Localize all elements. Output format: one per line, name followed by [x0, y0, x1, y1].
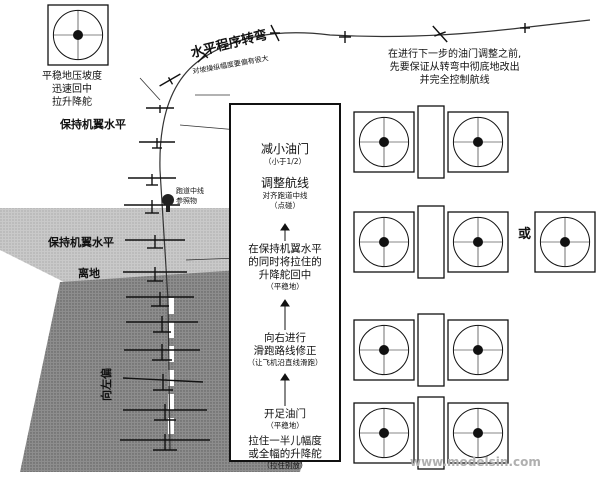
- step-1: 减小油门 （小于1/2）: [231, 143, 339, 167]
- note-line: 先要保证从转弯中彻底地改出: [389, 62, 520, 73]
- airplane-sequence: [120, 23, 530, 451]
- transmitter-body: [417, 313, 445, 387]
- transmitter-diagrams: [47, 4, 596, 470]
- stick-gimbal: [353, 111, 415, 173]
- note-line: 跑道中线: [176, 187, 204, 195]
- step-3: 在保持机翼水平 的同时将拉住的 升降舵回中 （平稳地）: [231, 243, 339, 292]
- step-6: 拉住一半儿幅度 或全幅的升降舵 （拉住别放）: [231, 435, 339, 471]
- stick-gimbal: [353, 402, 415, 464]
- note-line: 参照物: [176, 197, 197, 205]
- note-line: 平稳地压坡度: [42, 71, 102, 82]
- label-runway-ref: 跑道中线 参照物: [176, 186, 204, 206]
- step-sub: （让飞机沿直线滑跑）: [247, 358, 323, 367]
- stick-gimbal: [353, 211, 415, 273]
- step-main: 滑跑路线修正: [253, 345, 317, 357]
- step-main: 调整航线: [260, 176, 309, 190]
- step-sub: （小于1/2）: [263, 157, 307, 166]
- step-main: 的同时将拉住的: [248, 256, 322, 268]
- step-main: 开足油门: [264, 408, 306, 420]
- label-or: 或: [518, 227, 532, 242]
- tree-icon: [162, 194, 174, 212]
- note-line: 拉升降舵: [52, 97, 92, 108]
- step-4: 向右进行 滑跑路线修正 （让飞机沿直线滑跑）: [231, 332, 339, 368]
- step-sub: （平稳地）: [266, 282, 304, 291]
- step-main: 减小油门: [260, 142, 309, 156]
- step-main: 拉住一半儿幅度: [248, 435, 322, 447]
- label-upwind: 向左偏: [100, 368, 113, 401]
- step-main: 在保持机翼水平: [248, 243, 322, 255]
- stick-gimbal: [47, 4, 109, 66]
- transmitter-body: [417, 205, 445, 279]
- label-liftoff: 离地: [78, 267, 100, 280]
- stick-gimbal: [447, 211, 509, 273]
- stick-gimbal: [353, 319, 415, 381]
- transmitter-body: [417, 396, 445, 470]
- note-left-top: 平稳地压坡度 迅速回中 拉升降舵: [42, 70, 102, 109]
- procedure-box: 减小油门 （小于1/2） 调整航线 对齐跑道中线 （点碰） 在保持机翼水平 的同…: [229, 103, 341, 470]
- step-5: 开足油门 （平稳地）: [231, 408, 339, 431]
- stick-gimbal: [534, 211, 596, 273]
- step-sub: （平稳地）: [266, 421, 304, 430]
- step-sub: 对齐跑道中线: [262, 191, 308, 200]
- step-main: 升降舵回中: [258, 269, 312, 281]
- watermark: www.modelsin.com: [410, 455, 541, 469]
- runway-centerline: [168, 298, 174, 434]
- note-line: 在进行下一步的油门调整之前,: [388, 49, 522, 60]
- note-line: 并完全控制航线: [419, 75, 490, 86]
- step-sub: （拉住别放）: [262, 461, 308, 470]
- step-sub: （点碰）: [270, 201, 300, 210]
- step-2: 调整航线 对齐跑道中线 （点碰）: [231, 177, 339, 211]
- note-line: 迅速回中: [52, 84, 92, 95]
- note-top-right: 在进行下一步的油门调整之前, 先要保证从转弯中彻底地改出 并完全控制航线: [388, 48, 521, 87]
- label-keep-level-1: 保持机翼水平: [60, 118, 126, 131]
- label-keep-level-2: 保持机翼水平: [48, 236, 114, 249]
- stick-gimbal: [447, 319, 509, 381]
- transmitter-body: [417, 105, 445, 179]
- stick-gimbal: [447, 111, 509, 173]
- stick-gimbal: [447, 402, 509, 464]
- step-main: 或全幅的升降舵: [248, 448, 322, 460]
- step-main: 向右进行: [264, 332, 306, 344]
